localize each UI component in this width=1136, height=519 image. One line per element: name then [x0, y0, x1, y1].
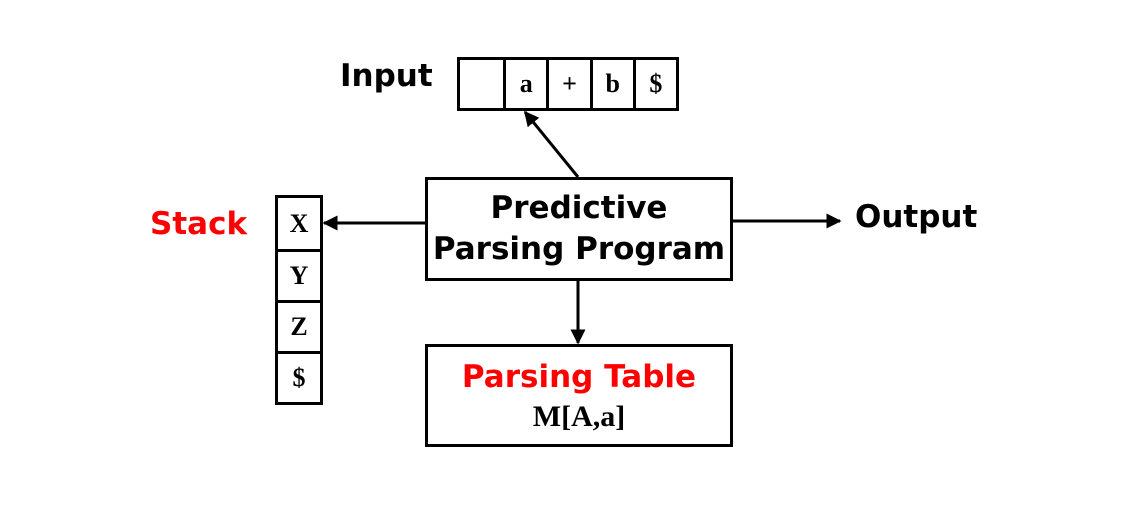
stack-label: Stack — [150, 206, 248, 242]
arrow-program-to-input — [523, 110, 580, 178]
predictive-parsing-program-box: Predictive Parsing Program — [425, 177, 733, 281]
stack-cell: X — [289, 208, 309, 238]
input-label: Input — [340, 58, 433, 94]
input-cell: $ — [632, 60, 676, 108]
input-cell: b — [589, 60, 633, 108]
input-cell: + — [546, 60, 589, 108]
stack-cell: Y — [278, 249, 320, 300]
program-title-line1: Predictive — [490, 190, 668, 226]
stack-box: X Y Z $ — [275, 195, 323, 405]
input-cell — [460, 60, 503, 108]
program-title-line2: Parsing Program — [432, 231, 726, 267]
output-label: Output — [855, 199, 978, 235]
parsing-table-title: Parsing Table — [461, 358, 697, 395]
input-cell: a — [503, 60, 546, 108]
input-tape: a + b $ — [457, 57, 679, 111]
parsing-table-box: Parsing Table M[A,a] — [425, 344, 733, 447]
stack-cell: $ — [278, 351, 320, 402]
stack-cell: Z — [278, 300, 320, 351]
parsing-table-subtitle: M[A,a] — [532, 399, 626, 433]
